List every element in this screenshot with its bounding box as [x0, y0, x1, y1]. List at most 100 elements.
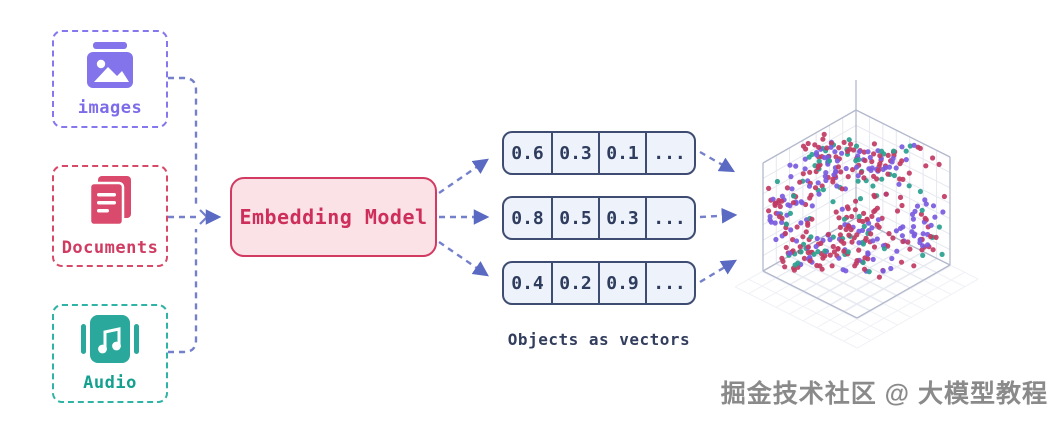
- vector-point: [832, 165, 839, 171]
- vector-point: [839, 186, 845, 192]
- vector-point: [883, 191, 889, 197]
- vector-point: [800, 178, 806, 184]
- vector-point: [930, 155, 936, 161]
- vector-point: [815, 165, 821, 171]
- vector-point: [889, 255, 895, 262]
- vector-point: [820, 255, 826, 261]
- vector-point: [853, 143, 860, 149]
- vector-point: [923, 217, 929, 223]
- vector-point: [919, 207, 925, 213]
- vector-point: [906, 183, 912, 189]
- vector-point: [874, 205, 881, 211]
- vector-point: [900, 176, 906, 182]
- vector-point: [838, 238, 845, 244]
- vector-point: [917, 237, 923, 243]
- vector-point: [932, 214, 938, 220]
- vector-point: [837, 232, 844, 238]
- embedding-model-box: Embedding Model: [230, 177, 437, 257]
- vector-point: [892, 149, 898, 155]
- vector3-to-space-line: [699, 259, 738, 284]
- vector-point: [853, 260, 859, 266]
- vector-point: [871, 173, 877, 179]
- vectors-caption: Objects as vectors: [507, 330, 691, 349]
- vector-point: [800, 143, 807, 149]
- vector-point: [816, 154, 822, 160]
- vector-point: [799, 200, 805, 206]
- vector-point: [819, 183, 825, 189]
- vector-point: [878, 148, 885, 154]
- vector-point: [872, 207, 878, 213]
- vector-point: [772, 200, 778, 206]
- vector-point: [830, 179, 836, 185]
- vector-point: [768, 197, 774, 203]
- vector-point: [839, 206, 845, 212]
- audio-to-model-line: [168, 229, 198, 354]
- vector-point: [845, 206, 851, 212]
- vector-cell-ellipsis: ...: [645, 133, 692, 173]
- vector-point: [766, 185, 772, 191]
- vector-point: [839, 150, 845, 156]
- vector-point: [852, 207, 859, 213]
- vector-cell: 0.2: [551, 263, 598, 303]
- vector-point: [869, 213, 875, 219]
- vector-point: [879, 215, 885, 221]
- vector-point: [832, 169, 839, 175]
- vector-point: [856, 240, 862, 246]
- vector-point: [867, 239, 873, 245]
- vector-point: [911, 233, 917, 239]
- vector-point: [874, 176, 880, 182]
- vector-point: [819, 154, 825, 160]
- vector-point: [849, 239, 855, 245]
- vector-point: [854, 164, 860, 170]
- vector-point: [836, 255, 842, 261]
- vector-point: [871, 192, 877, 198]
- vector-point: [883, 165, 889, 171]
- vector-point: [825, 161, 831, 167]
- vector-point: [864, 216, 870, 222]
- vector-point: [777, 203, 783, 210]
- vector-point: [806, 154, 812, 160]
- vector-row: 0.4 0.2 0.9 ...: [502, 261, 696, 305]
- vector-point: [798, 249, 804, 255]
- vector-point: [783, 225, 789, 231]
- vector-point: [857, 148, 863, 154]
- vector-point: [854, 155, 860, 161]
- vector-point: [869, 158, 875, 165]
- picture-icon: [87, 41, 133, 88]
- vector-point: [867, 154, 873, 161]
- vector-point: [900, 238, 906, 245]
- vector-point: [788, 227, 794, 233]
- vector-point: [917, 188, 924, 195]
- vector-point: [831, 249, 838, 255]
- vector-point: [903, 157, 909, 163]
- vector-point: [830, 234, 836, 240]
- vector-point: [844, 146, 850, 153]
- vector-point: [858, 169, 865, 175]
- documents-label: Documents: [61, 237, 159, 258]
- vector-point: [782, 264, 788, 270]
- vector-point: [809, 151, 815, 158]
- vector-point: [862, 255, 868, 261]
- vector-point: [783, 244, 789, 251]
- vector-point: [915, 144, 921, 150]
- vector-point: [874, 236, 880, 242]
- vector-point: [807, 258, 813, 264]
- vector-point: [791, 192, 797, 199]
- vector-point: [811, 251, 817, 257]
- vector-point: [812, 163, 818, 169]
- vector-point: [882, 242, 888, 248]
- vector-point: [793, 199, 799, 205]
- vector-point: [897, 225, 904, 231]
- vector-point: [827, 237, 833, 243]
- vector-point: [901, 238, 907, 244]
- vector-point: [875, 167, 882, 173]
- vector-cell: 0.3: [551, 133, 598, 173]
- vector-point: [870, 256, 876, 262]
- vector-point: [859, 227, 866, 233]
- vector-point: [783, 221, 790, 227]
- vector-point: [912, 208, 918, 214]
- vector-point: [793, 200, 799, 206]
- vector-point: [877, 153, 883, 159]
- vector-point: [848, 141, 854, 147]
- vector-point: [818, 240, 824, 246]
